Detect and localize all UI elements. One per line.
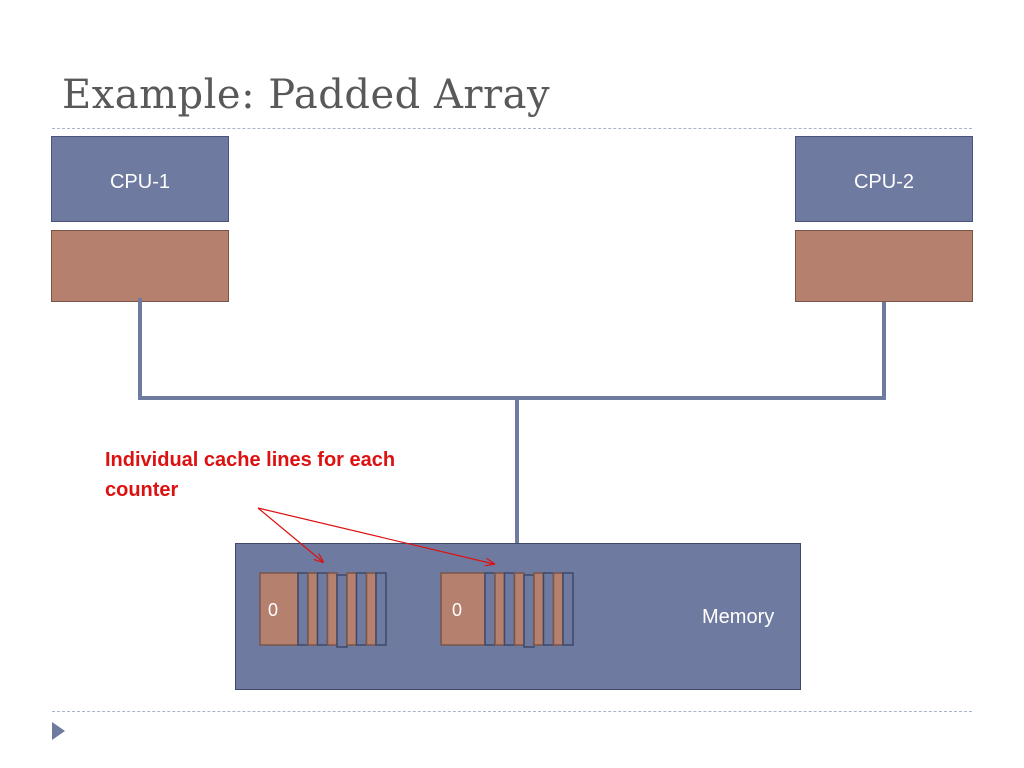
padding-slot [336,574,348,648]
padding-slot [307,572,319,646]
arrow-to-first-cache-line [257,507,323,562]
cpu-1-cache [51,230,229,302]
arrow-to-second-cache-line [257,507,494,564]
padding-slot [316,572,329,646]
cpu-1-label: CPU-1 [109,171,170,193]
annotation-arrows [257,507,494,564]
padding-slot [375,572,387,646]
cpu-1-box: CPU-1 [51,136,229,222]
bus [138,298,886,543]
counter-cell-1 [259,572,299,646]
padding-slot [355,572,368,646]
padding-slot [346,572,358,646]
padding-slot [494,572,506,646]
counter-value-2: 0 [452,600,463,620]
cpu-2-cache [795,230,973,302]
padding-slot [297,572,309,646]
padded-array [259,572,574,648]
slide-title: Example: Padded Array [62,72,551,118]
padding-slot [542,572,555,646]
padding-slot [484,572,496,646]
counter-value-1: 0 [268,600,279,620]
padding-slot [533,572,545,646]
padding-slot [326,572,338,646]
padding-slot [503,572,516,646]
counter-cell-2 [440,572,486,646]
padding-slot [552,572,564,646]
play-triangle-icon [52,722,65,740]
cpu-2-label: CPU-2 [853,171,914,193]
memory-label: Memory [702,606,775,628]
cache-line-annotation: Individual cache lines for each counter [105,449,396,501]
padding-slot [365,572,377,646]
padding-slot [562,572,574,646]
footer-divider [52,711,972,712]
title-divider [52,128,972,129]
padding-slot [513,572,525,646]
padding-slot [523,574,535,648]
cpu-2-box: CPU-2 [795,136,973,222]
